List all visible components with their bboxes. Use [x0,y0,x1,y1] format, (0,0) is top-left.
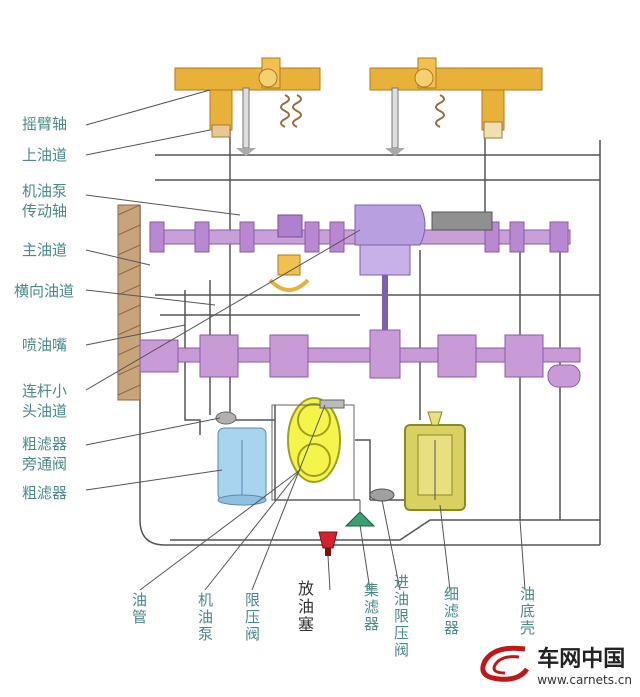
label-oil-nozzle: 喷油嘴 [22,336,68,354]
watermark: 车网中国 www.carnets.cn [475,641,632,687]
strainer [344,500,376,527]
label-oil-pipe: 油管 [130,592,148,626]
label-drain-plug: 放油塞 [295,580,314,634]
label-oil-pump-drive-shaft-2: 传动轴 [22,202,68,220]
label-strainer: 集滤器 [362,582,380,633]
watermark-brand: 车网中国 [537,647,626,672]
label-cross-oil-gallery: 横向油道 [14,282,75,300]
label-rocker-shaft: 摇臂轴 [22,115,68,133]
carnets-logo-icon [480,645,530,682]
label-conrod-small-end-2: 头油道 [22,402,68,420]
label-fine-filter: 细滤器 [442,586,460,637]
inlet-valve [369,488,395,502]
label-coarse-filter-bypass-1: 粗滤器 [22,435,68,453]
label-pressure-limit-valve: 限压阀 [243,592,261,643]
rocker-shaft-left [174,57,321,156]
label-coarse-filter: 粗滤器 [22,484,68,502]
crankshaft [139,329,581,388]
label-conrod-small-end-1: 连杆小 [22,382,68,400]
oil-lines [139,130,601,546]
rocker-shaft-right [369,57,543,156]
oil-pump-drive [268,254,310,292]
piston-cylinder [354,204,426,351]
drain-plug [318,531,338,556]
label-coarse-filter-bypass-2: 旁通阀 [22,455,68,473]
coarse-filter [217,427,267,506]
watermark-url: www.carnets.cn [537,673,632,687]
label-oil-pump-drive-shaft-1: 机油泵 [22,182,68,200]
label-upper-oil-gallery: 上油道 [22,146,68,164]
oil-pump [271,397,355,501]
label-oil-pan: 油底壳 [518,586,536,637]
fine-filter [404,411,466,511]
bypass-valve [215,411,237,425]
leader-lines [85,89,526,591]
label-main-oil-gallery: 主油道 [22,241,68,259]
pressure-limit-valve [319,399,345,409]
engine-block [117,204,141,401]
label-inlet-pressure-limit-valve: 进油限压阀 [392,574,410,659]
label-oil-pump: 机油泵 [196,592,214,643]
